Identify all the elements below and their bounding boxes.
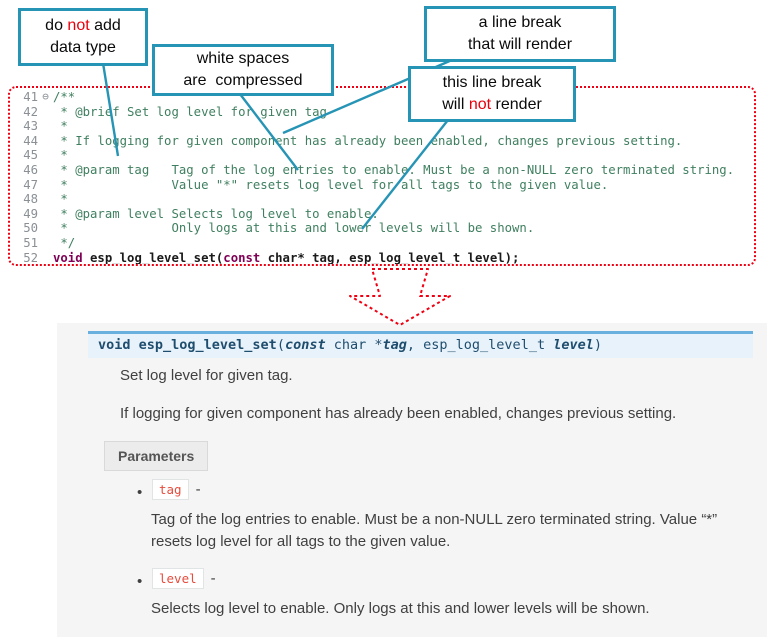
code-line: 44 * If logging for given component has … [10,134,754,149]
code-line: 42 * @brief Set log level for given tag [10,105,754,120]
gutter-spacer [38,221,53,236]
signature-type-1: char * [325,337,383,353]
callout-box-no-datatype: do not add data type [18,8,148,66]
code-line: 51 */ [10,236,754,251]
fold-minus-icon: ⊖ [42,90,49,103]
param-name-chip: tag [152,479,189,500]
signature-paren-open: ( [276,337,285,353]
signature-paren-close: ) [593,337,602,353]
code-text: * [53,119,68,134]
gutter-spacer [38,236,53,251]
line-number: 45 [23,148,38,163]
code-text: * Only logs at this and lower levels wil… [53,221,535,236]
bullet-icon: • [137,484,143,501]
callout-text-line: this line break [442,74,542,92]
callout-box-linebreak-renders: a line break that will render [424,6,616,62]
signature-return-type: void [98,337,139,353]
signature-arg-tag: tag [382,337,407,353]
callout-box-whitespace-compressed: white spaces are compressed [152,44,334,96]
param-list-item-tag: tag- [152,479,201,500]
signature-comma: , [406,337,424,353]
code-line: 46 * @param tag Tag of the log entries t… [10,163,754,178]
code-text: * [53,192,68,207]
gutter-spacer [38,178,53,193]
line-number: 43 [23,119,38,134]
code-text: * If logging for given component has alr… [53,133,683,148]
parameters-heading: Parameters [104,441,209,471]
code-line: 41 ⊖ /** [10,90,754,105]
line-number: 48 [23,192,38,207]
signature-arg-level: level [553,337,594,353]
code-line: 48 * [10,192,754,207]
function-name-segment: esp_log_level_set( [82,250,224,265]
line-number: 50 [23,221,38,236]
code-text: void esp_log_level_set(const char* tag, … [53,250,520,265]
code-text: * Value "*" resets log level for all tag… [53,177,609,192]
keyword-void: void [53,250,83,265]
function-signature: void esp_log_level_set(const char *tag, … [88,331,753,358]
code-editor-panel: 41 ⊖ /** 42 * @brief Set log level for g… [8,86,756,266]
param-name-chip: level [152,568,204,589]
code-text: */ [53,235,76,250]
param-description: Tag of the log entries to enable. Must b… [151,511,718,550]
code-line: 45 * [10,148,754,163]
param-description: Selects log level to enable. Only logs a… [151,600,650,617]
code-text: * @param level Selects log level to enab… [53,206,379,221]
code-line: 50 * Only logs at this and lower levels … [10,221,754,236]
line-number: 44 [23,133,38,148]
gutter-spacer [38,251,53,264]
down-arrow-dotted-icon [349,268,451,326]
line-number: 41 [23,90,38,104]
gutter-spacer [38,207,53,222]
signature-function-name: esp_log_level_set [138,337,277,353]
brief-paragraph: Set log level for given tag. [120,367,293,384]
code-line-function-declaration: 52 void esp_log_level_set(const char* ta… [10,250,754,265]
gutter-spacer [38,119,53,134]
callout-text-line: a line break [478,14,562,32]
description-paragraph: If logging for given component has alrea… [120,405,677,422]
code-line: 47 * Value "*" resets log level for all … [10,178,754,193]
line-number: 51 [23,235,38,250]
callout-text-line: do not add [45,17,121,35]
signature-type-2: esp_log_level_t [423,337,554,353]
rendered-docs-panel: void esp_log_level_set(const char *tag, … [57,323,767,637]
code-text: * [53,148,68,163]
callout-box-linebreak-not-render: this line break will not render [408,66,576,122]
param-separator: - [210,570,216,587]
bullet-icon: • [137,573,143,590]
line-number: 47 [23,177,38,192]
gutter-spacer [38,163,53,178]
callout-text-line: are compressed [183,72,303,89]
callout-text-line: will not render [442,96,542,113]
callout-text-line: data type [50,39,116,56]
param-list-item-level: level- [152,568,216,589]
gutter-spacer [38,105,53,120]
param-separator: - [195,481,201,498]
line-number: 46 [23,162,38,177]
line-number: 52 [23,250,38,265]
code-text: /** [53,90,76,104]
line-number: 49 [23,206,38,221]
signature-const-keyword: const [284,337,326,353]
gutter-spacer [38,148,53,163]
keyword-const: const [223,250,261,265]
code-line: 43 * [10,119,754,134]
gutter-spacer [38,134,53,149]
code-text: * @param tag Tag of the log entries to e… [53,162,735,177]
code-text: * @brief Set log level for given tag [53,104,327,119]
line-number: 42 [23,104,38,119]
code-line: 49 * @param level Selects log level to e… [10,207,754,222]
callout-text-line: white spaces [196,50,290,68]
gutter-spacer [38,192,53,207]
callout-text-line: that will render [467,36,573,53]
arguments-segment: char* tag, esp_log_level_t level); [260,250,520,265]
